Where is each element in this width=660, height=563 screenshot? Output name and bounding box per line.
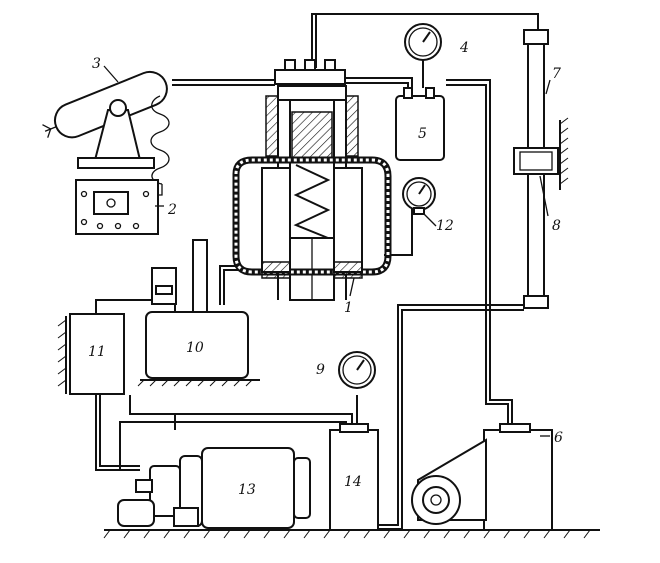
pressure-vessel (232, 59, 392, 301)
pressure-gauge-12 (402, 177, 436, 215)
label-13: 13 (238, 482, 256, 498)
label-8: 8 (552, 218, 561, 234)
control-panel (75, 179, 159, 235)
label-14: 14 (344, 474, 362, 490)
label-4: 4 (459, 40, 469, 56)
tank-14 (329, 423, 379, 531)
pressure-gauge-9 (338, 351, 376, 389)
label-3: 3 (92, 56, 101, 72)
label-11: 11 (88, 344, 106, 360)
receiver-vessel (395, 60, 445, 161)
callout-labels: 1 2 3 4 5 6 7 8 9 10 11 12 13 14 (88, 40, 563, 498)
label-2: 2 (167, 202, 177, 218)
label-12: 12 (436, 218, 454, 234)
floor (103, 529, 600, 539)
label-5: 5 (418, 126, 427, 142)
manometer-column (513, 29, 569, 309)
reservoir-10 (137, 239, 260, 387)
motor-13 (117, 447, 311, 529)
leader-lines (103, 65, 551, 437)
label-10: 10 (186, 340, 204, 356)
label-9: 9 (316, 362, 325, 378)
pipe-network (95, 13, 539, 530)
gas-cylinder-assembly (42, 70, 170, 196)
label-1: 1 (344, 300, 353, 316)
tank-11 (57, 313, 125, 395)
pressure-gauge-top (404, 23, 442, 61)
label-7: 7 (552, 66, 561, 82)
label-6: 6 (554, 430, 563, 446)
pump-6 (411, 423, 553, 531)
